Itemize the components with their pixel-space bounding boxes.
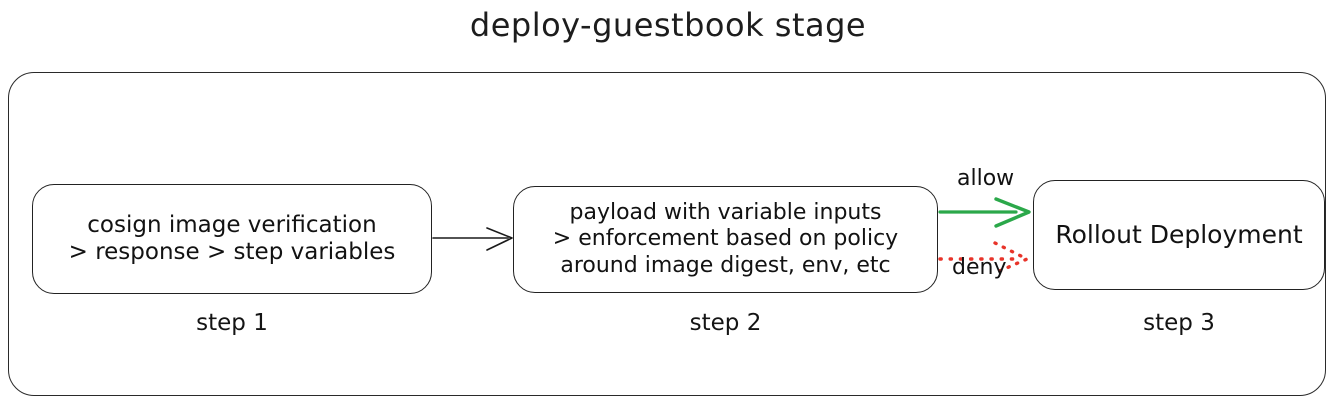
step3-line-1: Rollout Deployment (1055, 220, 1303, 250)
edge-label-allow: allow (957, 166, 1015, 191)
step-box-step3[interactable]: Rollout Deployment (1033, 180, 1325, 290)
step-caption-step3: step 3 (1143, 310, 1215, 336)
step-caption-step1: step 1 (196, 310, 268, 336)
step2-line-2: > enforcement based on policy (552, 226, 899, 252)
step2-line-1: payload with variable inputs (569, 200, 882, 226)
step1-line-1: cosign image verification (87, 212, 377, 239)
page-title: deploy-guestbook stage (469, 6, 867, 44)
step-box-step2[interactable]: payload with variable inputs > enforceme… (513, 186, 938, 293)
step1-line-2: > response > step variables (68, 239, 396, 265)
step-box-step1[interactable]: cosign image verification > response > s… (32, 184, 432, 294)
edge-label-deny: deny (952, 255, 1007, 280)
step2-line-3: around image digest, env, etc (560, 252, 891, 278)
step-caption-step2: step 2 (689, 310, 762, 336)
